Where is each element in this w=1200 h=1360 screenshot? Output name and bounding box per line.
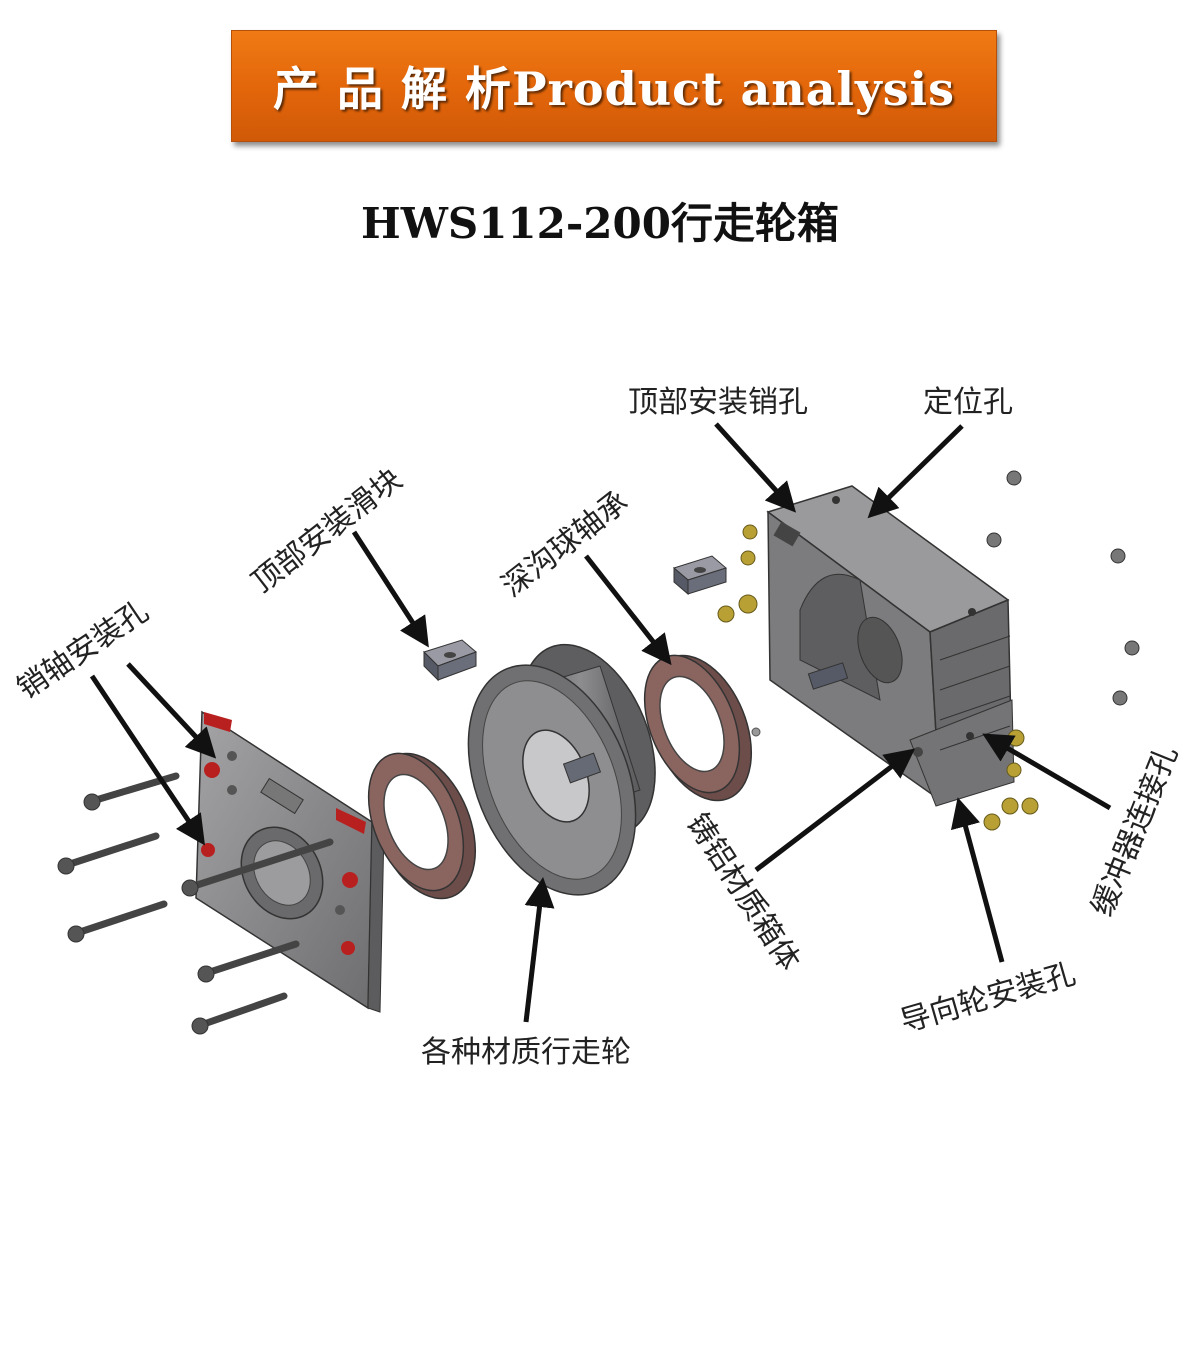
pin-hole-marker (341, 941, 355, 955)
label-bearing: 深沟球轴承 (495, 484, 635, 604)
top-slider-block (423, 639, 477, 682)
label-wheel: 各种材质行走轮 (421, 1035, 631, 1070)
callout-arrows (89, 422, 1112, 1023)
bearing-right (643, 654, 753, 802)
brass-inserts (717, 524, 1039, 831)
label-buffer-hole: 缓冲器连接孔 (1085, 741, 1185, 921)
hex-nuts (751, 470, 1140, 737)
bearing-left (367, 752, 477, 900)
product-subtitle: HWS112-200行走轮箱 (361, 199, 839, 248)
pin-hole-marker (201, 843, 215, 857)
title-banner: 产 品 解 析Product analysis (231, 30, 997, 142)
pin-hole-marker (204, 762, 220, 778)
banner-title: 产 品 解 析Product analysis (273, 62, 955, 116)
label-positioning-hole: 定位孔 (923, 385, 1013, 420)
label-pin-hole: 销轴安装孔 (11, 594, 155, 707)
pin-hole-marker (342, 872, 358, 888)
top-slider-block-2 (672, 555, 728, 596)
label-top-pin-hole: 顶部安装销孔 (628, 385, 808, 420)
label-guide-wheel-hole: 导向轮安装孔 (897, 956, 1080, 1039)
aluminum-housing (766, 485, 1015, 807)
label-housing: 铸铝材质箱体 (679, 807, 806, 977)
travel-wheel (467, 643, 656, 896)
